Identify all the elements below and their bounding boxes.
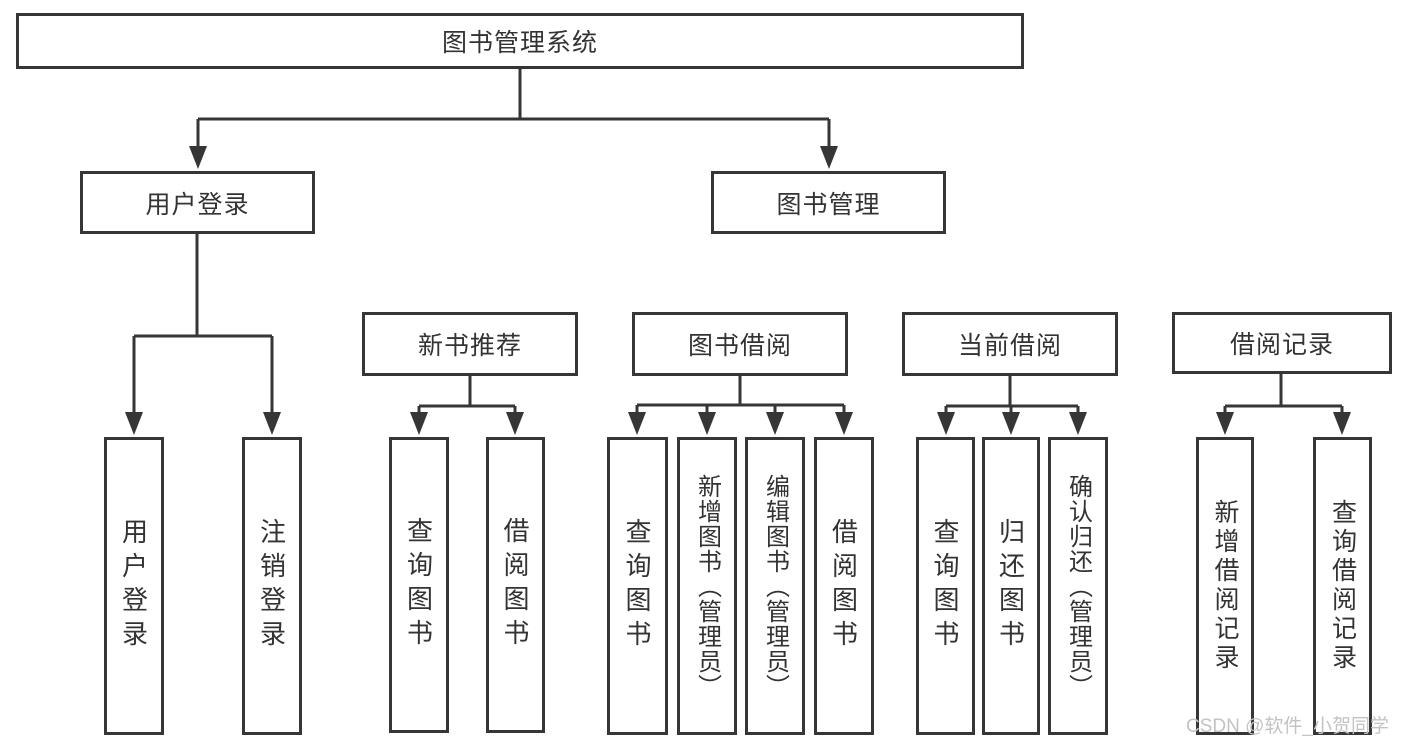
leaf-return-books: 归还图书 bbox=[982, 437, 1040, 735]
leaf-query-borrow-record: 查询借阅记录 bbox=[1313, 437, 1372, 735]
connector-new-book-branch bbox=[417, 376, 517, 416]
leaf-confirm-return-admin: 确认归还（管理员） bbox=[1048, 437, 1108, 735]
node-user-login: 用户登录 bbox=[80, 171, 315, 234]
csdn-watermark: CSDN @软件_小贺同学 bbox=[1186, 716, 1389, 737]
node-library-system: 图书管理系统 bbox=[16, 13, 1024, 69]
connector-borrow-records-branch bbox=[1223, 374, 1344, 416]
leaf-label: 确认归还（管理员） bbox=[1064, 473, 1092, 699]
connector-current-borrow-branch bbox=[944, 376, 1080, 416]
leaf-label: 用户登录 bbox=[118, 518, 149, 654]
leaf-add-borrow-record: 新增借阅记录 bbox=[1196, 437, 1254, 735]
leaf-user-login: 用户登录 bbox=[104, 437, 164, 735]
arrow-down-icon bbox=[1069, 412, 1087, 435]
node-book-borrowing: 图书借阅 bbox=[632, 312, 848, 376]
leaf-borrow-books: 借阅图书 bbox=[814, 437, 874, 735]
leaf-query-books: 查询图书 bbox=[389, 437, 449, 733]
arrowheads bbox=[125, 146, 1351, 435]
arrow-down-icon bbox=[189, 146, 207, 169]
leaf-label: 查询图书 bbox=[403, 517, 434, 653]
leaf-query-books: 查询图书 bbox=[607, 437, 668, 735]
node-new-book-recommend: 新书推荐 bbox=[362, 312, 578, 376]
leaf-query-books: 查询图书 bbox=[916, 437, 975, 735]
arrow-down-icon bbox=[835, 412, 853, 435]
leaf-label: 注销登录 bbox=[256, 518, 287, 654]
arrow-down-icon bbox=[628, 412, 646, 435]
arrow-down-icon bbox=[1216, 412, 1234, 435]
leaf-label: 编辑图书（管理员） bbox=[761, 473, 789, 699]
node-borrowing-records: 借阅记录 bbox=[1172, 312, 1392, 374]
leaf-add-books-admin: 新增图书（管理员） bbox=[677, 437, 737, 735]
node-book-management: 图书管理 bbox=[711, 171, 946, 234]
arrow-down-icon bbox=[263, 412, 281, 435]
arrow-down-icon bbox=[698, 412, 716, 435]
arrow-down-icon bbox=[125, 412, 143, 435]
connector-user-login-branch bbox=[132, 234, 274, 416]
leaf-label: 查询图书 bbox=[930, 518, 960, 654]
arrow-down-icon bbox=[410, 412, 428, 435]
arrow-down-icon bbox=[1333, 412, 1351, 435]
connector-root-to-level1 bbox=[196, 68, 831, 150]
leaf-borrow-books: 借阅图书 bbox=[486, 437, 545, 733]
arrow-down-icon bbox=[820, 146, 838, 169]
arrow-down-icon bbox=[1002, 412, 1020, 435]
arrow-down-icon bbox=[766, 412, 784, 435]
connector-book-borrow-branch bbox=[635, 376, 846, 416]
leaf-edit-books-admin: 编辑图书（管理员） bbox=[745, 437, 805, 735]
leaf-label: 归还图书 bbox=[995, 518, 1026, 654]
leaf-label: 查询图书 bbox=[622, 518, 652, 654]
leaf-label: 查询借阅记录 bbox=[1328, 499, 1357, 673]
leaf-label: 新增图书（管理员） bbox=[693, 473, 721, 699]
leaf-label: 借阅图书 bbox=[500, 517, 530, 653]
leaf-label: 借阅图书 bbox=[828, 518, 859, 654]
arrow-down-icon bbox=[506, 412, 524, 435]
node-current-borrowing: 当前借阅 bbox=[902, 312, 1118, 376]
arrow-down-icon bbox=[937, 412, 955, 435]
leaf-logout: 注销登录 bbox=[242, 437, 302, 735]
leaf-label: 新增借阅记录 bbox=[1211, 499, 1239, 673]
